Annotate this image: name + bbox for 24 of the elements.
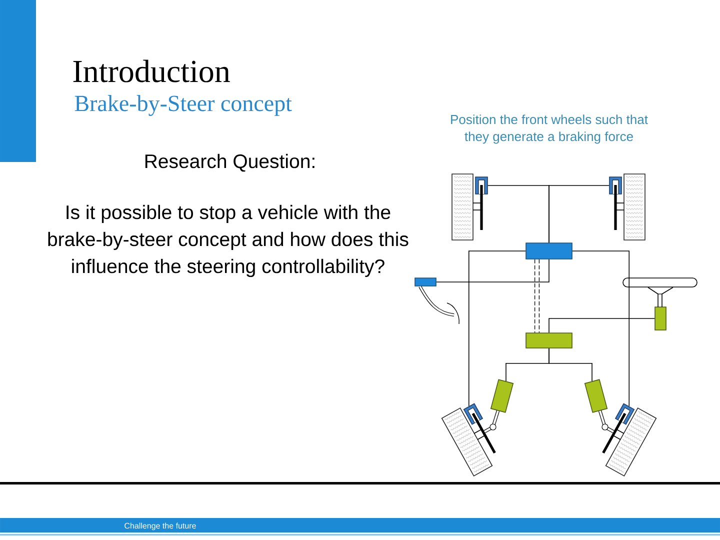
- connector-line: [548, 318, 655, 333]
- wheel: [614, 174, 646, 240]
- wheel: [602, 408, 657, 476]
- control-box: [526, 242, 572, 260]
- heading: Research Question:: [145, 154, 314, 172]
- dashed-connector: [534, 259, 540, 333]
- title: Introduction: [73, 60, 230, 82]
- wheel: [441, 408, 496, 476]
- note-text: Position the front wheels such that they generate a braking force: [451, 114, 648, 144]
- steering-rod: [484, 410, 500, 434]
- steering-actuator: [584, 379, 608, 413]
- steering-sensor: [654, 306, 666, 330]
- brake-pedal: [414, 278, 454, 316]
- connector-line: [436, 259, 550, 282]
- connector-line: [468, 250, 526, 407]
- steering-actuator: [490, 379, 514, 413]
- control-box: [526, 332, 572, 348]
- tagline: Challenge the future: [124, 522, 196, 530]
- question-text: Is it possible to stop a vehicle with the brake-by-steer concept and how does this influence the steering controllability?: [48, 204, 408, 278]
- subtitle: Brake-by-Steer concept: [74, 95, 292, 116]
- connector-line: [548, 185, 610, 243]
- wheel: [452, 174, 483, 240]
- connector-line: [548, 348, 592, 382]
- steering-rod: [598, 410, 614, 434]
